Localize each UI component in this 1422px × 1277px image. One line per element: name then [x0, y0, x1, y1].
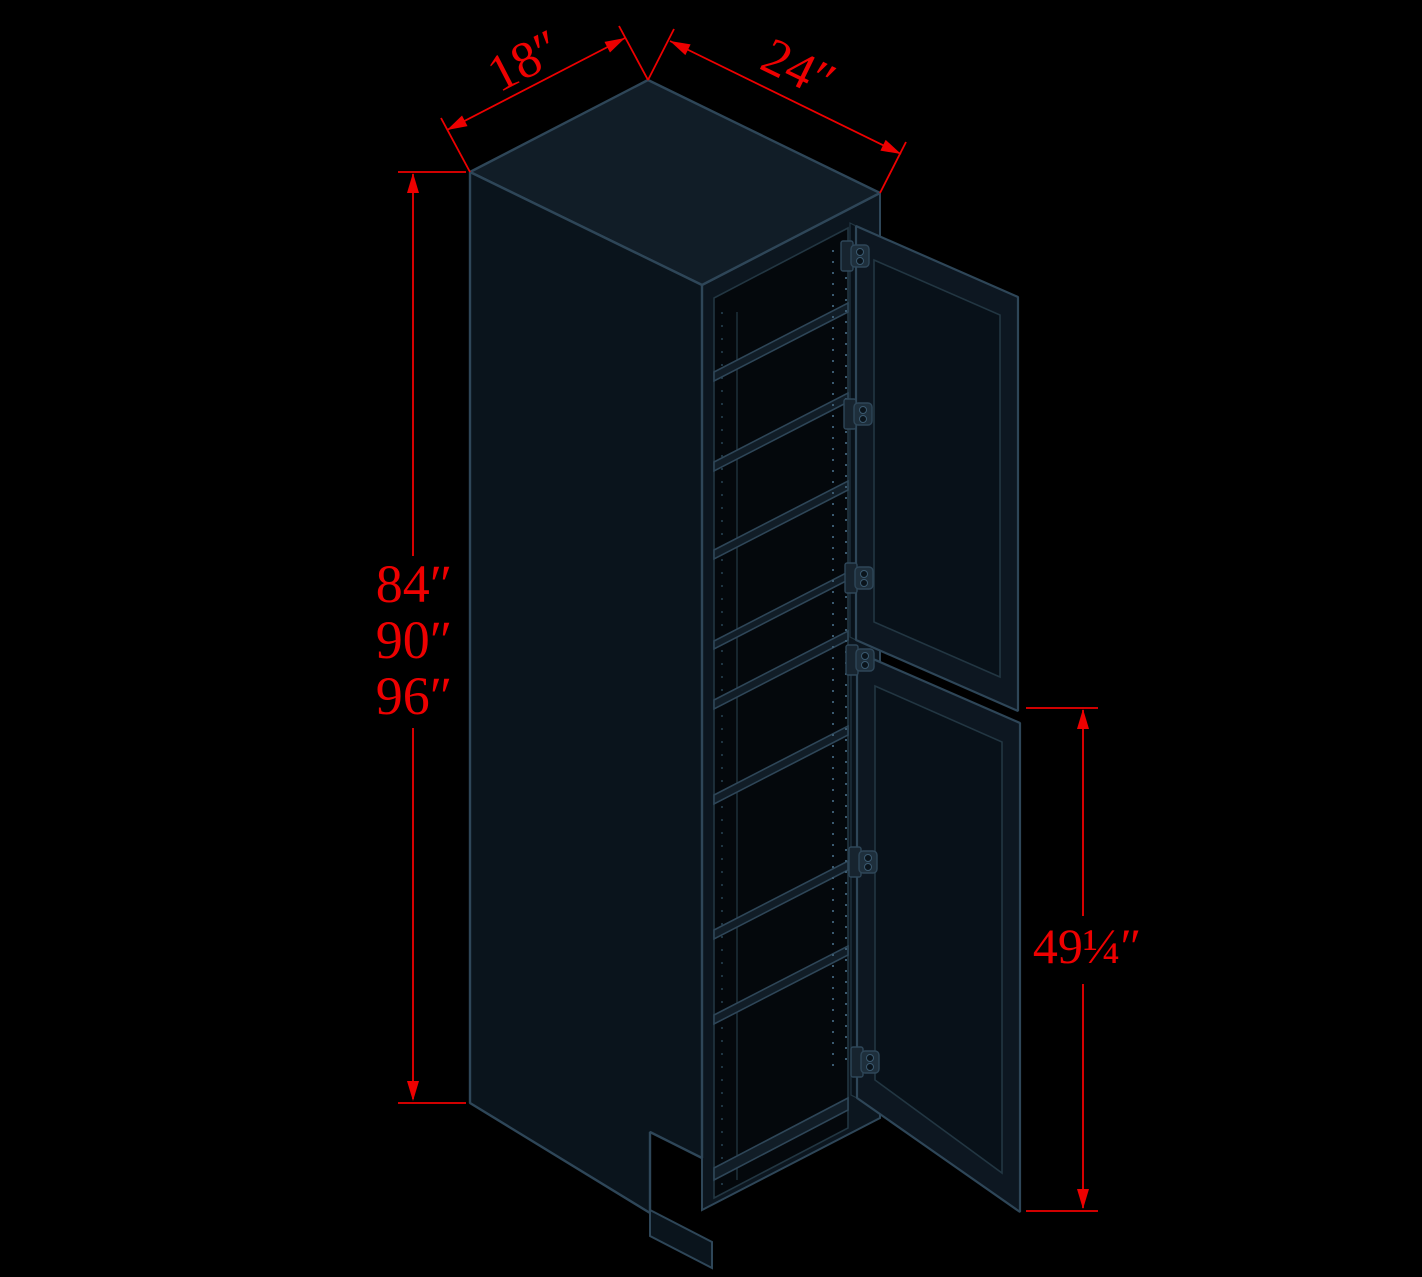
- door-upper-panel: [873, 258, 1001, 679]
- door-lower-panel: [874, 684, 1003, 1175]
- dimension-height-84-label: 84″: [376, 554, 453, 614]
- shelf: [713, 301, 849, 383]
- hinge-icon: [844, 562, 874, 594]
- hinge-icon: [850, 1046, 880, 1078]
- hinge-icon: [840, 240, 870, 272]
- dimension-door-height-label: 49¼″: [1033, 918, 1141, 974]
- cabinet-doors: [840, 222, 1022, 1213]
- shelf: [713, 944, 849, 1026]
- shelf: [713, 629, 849, 711]
- hinge-icon: [848, 846, 878, 878]
- shelf: [713, 479, 849, 561]
- toe-kick: [649, 1208, 713, 1270]
- dimension-height-96-label: 96″: [376, 666, 453, 726]
- dimension-depth-label: 18″: [479, 19, 571, 103]
- dimension-door-height: 49¼″: [1026, 707, 1141, 1212]
- shelf: [713, 724, 849, 806]
- cabinet-side-panel: [468, 170, 704, 1215]
- cabinet-interior: [713, 226, 849, 1200]
- cabinet-floor: [713, 1096, 849, 1182]
- cabinet-body: [468, 78, 881, 1270]
- dimension-height-90-label: 90″: [376, 610, 453, 670]
- dimension-width-label: 24″: [753, 27, 844, 111]
- dimension-height: 84″ 90″ 96″: [376, 171, 466, 1104]
- hinge-icon: [845, 644, 875, 676]
- shelf: [713, 859, 849, 941]
- hinge-icon: [843, 398, 873, 430]
